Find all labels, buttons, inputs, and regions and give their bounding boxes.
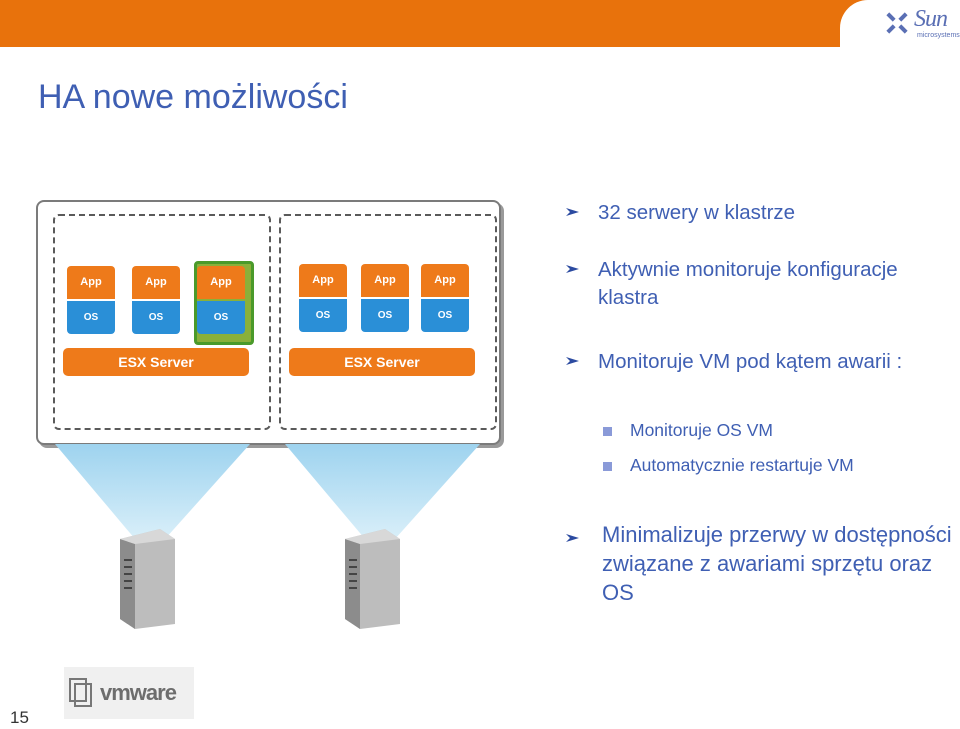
vm-os-block: OS bbox=[132, 301, 180, 334]
beam-left bbox=[55, 444, 250, 539]
bullet-arrow-icon bbox=[566, 208, 579, 216]
sub-bullet-square-icon bbox=[603, 462, 612, 471]
bullet-text: Aktywnie monitoruje konfiguracje klastra bbox=[598, 258, 898, 309]
page-title: HA nowe możliwości bbox=[38, 78, 348, 116]
vmware-wordmark: vmware bbox=[100, 680, 177, 705]
server-left-icon bbox=[120, 529, 175, 629]
server-right-icon bbox=[345, 529, 400, 629]
vm-app-block: App bbox=[299, 264, 347, 297]
sub-bullet-text: Automatycznie restartuje VM bbox=[630, 455, 854, 475]
top-bar bbox=[0, 0, 870, 47]
vm-app-block: App bbox=[421, 264, 469, 297]
esx-server-bar: ESX Server bbox=[289, 348, 475, 376]
bullet-arrow-icon bbox=[566, 534, 579, 542]
vm-5: App OS bbox=[361, 264, 409, 334]
sub-bullet-text: Monitoruje OS VM bbox=[630, 420, 773, 440]
vm-app-block: App bbox=[67, 266, 115, 299]
vm-os-block: OS bbox=[67, 301, 115, 334]
vm-4: App OS bbox=[299, 264, 347, 334]
esx-server-bar: ESX Server bbox=[63, 348, 249, 376]
page-number: 15 bbox=[10, 708, 29, 727]
bullet-text: Minimalizuje przerwy w dostępności związ… bbox=[602, 522, 952, 605]
logo-tab bbox=[840, 0, 960, 47]
vm-1: App OS bbox=[67, 266, 115, 336]
servers-illustration bbox=[55, 444, 480, 629]
vm-2: App OS bbox=[132, 266, 180, 336]
brand-subtitle: microsystems bbox=[917, 32, 960, 39]
esx-cluster-right: App OS App OS App OS ESX Server bbox=[279, 214, 497, 430]
bullet-arrow-icon bbox=[566, 357, 579, 365]
vm-os-block: OS bbox=[361, 299, 409, 332]
vm-os-block: OS bbox=[299, 299, 347, 332]
vm-6: App OS bbox=[421, 264, 469, 334]
vm-os-block: OS bbox=[197, 301, 245, 334]
bullet-text: Monitoruje VM pod kątem awarii : bbox=[598, 350, 903, 373]
esx-cluster-left: App OS App OS App OS ESX Server bbox=[53, 214, 271, 430]
bullet-arrow-icon bbox=[566, 265, 579, 273]
beam-right bbox=[285, 444, 480, 539]
vm-os-block: OS bbox=[421, 299, 469, 332]
bullet-text: 32 serwery w klastrze bbox=[598, 201, 796, 224]
vmware-logo-icon bbox=[69, 678, 92, 707]
sub-bullet-square-icon bbox=[603, 427, 612, 436]
vm-app-block: App bbox=[197, 266, 245, 299]
vm-app-block: App bbox=[361, 264, 409, 297]
vm-3-highlighted: App OS bbox=[197, 266, 245, 336]
ha-cluster-diagram: App OS App OS App OS ESX Server App OS A… bbox=[36, 200, 501, 445]
vm-app-block: App bbox=[132, 266, 180, 299]
brand-name: Sun bbox=[914, 6, 948, 32]
sun-logo-icon bbox=[886, 12, 908, 34]
